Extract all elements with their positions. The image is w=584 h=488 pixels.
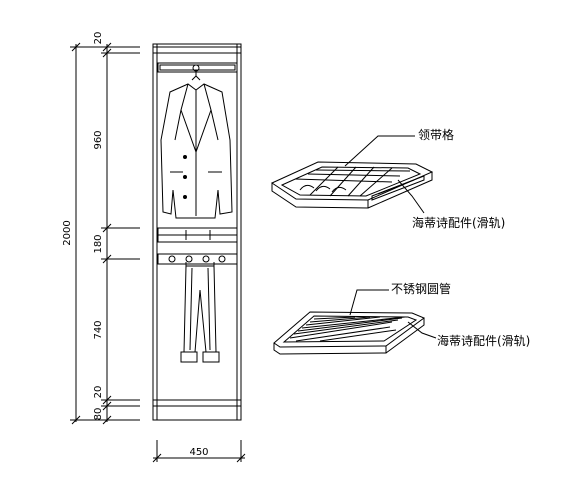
- dim-drawer-section: 180: [93, 234, 104, 253]
- width-dimension: [152, 440, 246, 463]
- dim-width: 450: [189, 447, 208, 458]
- trouser-rack-drawing: [273, 289, 437, 355]
- dim-total-height: 2000: [62, 220, 73, 245]
- wardrobe-cabinet: [152, 43, 242, 421]
- trousers-icon: [180, 265, 220, 363]
- dim-bottom-gap: 20: [93, 386, 104, 399]
- jacket-icon: [160, 72, 233, 219]
- dim-hanging-section: 960: [93, 130, 104, 149]
- label-fitting-top: 海蒂诗配件(滑轨): [412, 215, 505, 230]
- dim-base: 80: [93, 408, 104, 421]
- dim-top-gap: 20: [93, 32, 104, 45]
- hanging-rail: [157, 62, 238, 73]
- label-tie-tray: 领带格: [418, 127, 454, 142]
- tie-tray-drawing: [270, 135, 434, 214]
- label-fitting-bottom: 海蒂诗配件(滑轨): [437, 333, 530, 348]
- label-steel-tube: 不锈钢圆管: [391, 281, 451, 296]
- dim-trouser-section: 740: [93, 320, 104, 339]
- drawer-shelf: [157, 227, 238, 243]
- dimension-chain: [70, 42, 140, 425]
